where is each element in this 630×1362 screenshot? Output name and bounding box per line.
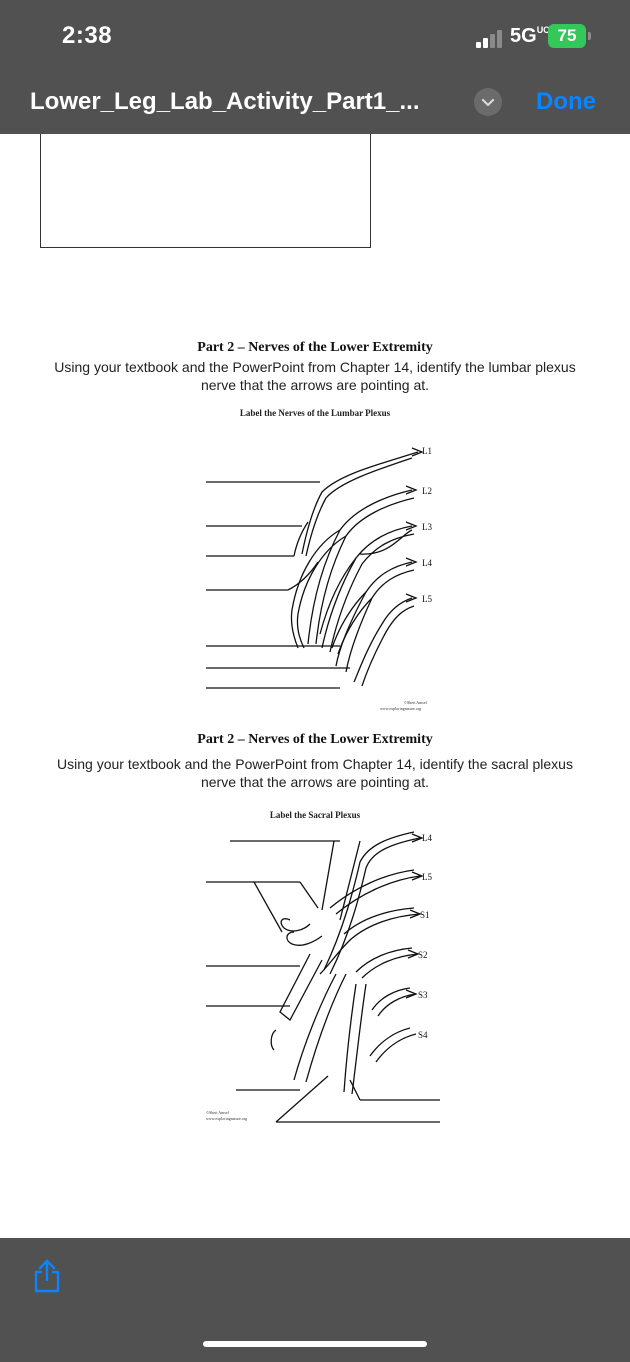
- document-title[interactable]: Lower_Leg_Lab_Activity_Part1_...: [30, 88, 420, 115]
- status-time: 2:38: [62, 22, 113, 49]
- chevron-down-icon[interactable]: [474, 88, 502, 116]
- lumbar-label-5: L5: [422, 594, 432, 604]
- sacral-credit-1: ©Sheri Amsel: [206, 1110, 230, 1115]
- sacral-label-1: L4: [422, 833, 432, 843]
- document-nav-bar: Lower_Leg_Lab_Activity_Part1_... Done: [0, 70, 630, 134]
- sacral-label-6: S4: [418, 1030, 428, 1040]
- instructions-sacral: Using your textbook and the PowerPoint f…: [57, 756, 573, 790]
- answer-box: [40, 134, 371, 248]
- sacral-label-4: S2: [418, 950, 428, 960]
- sacral-credit-2: www.exploringnature.org: [206, 1116, 247, 1121]
- figure-title-lumbar: Label the Nerves of the Lumbar Plexus: [239, 408, 391, 418]
- lumbar-credit-2: www.exploringnature.org: [380, 706, 421, 711]
- home-indicator[interactable]: [203, 1341, 427, 1347]
- sacral-label-5: S3: [418, 990, 428, 1000]
- lumbar-credit-1: ©Sheri Amsel: [404, 700, 428, 705]
- sacral-label-3: S1: [420, 910, 430, 920]
- signal-icon: [476, 30, 502, 48]
- section-heading-lumbar: Part 2 – Nerves of the Lower Extremity: [197, 340, 433, 355]
- lumbar-label-3: L3: [422, 522, 432, 532]
- battery-icon: 75: [548, 24, 586, 48]
- network-indicator: 5GUC: [510, 25, 550, 47]
- battery-tip: [588, 32, 591, 40]
- done-button[interactable]: Done: [536, 88, 596, 115]
- section-heading-sacral: Part 2 – Nerves of the Lower Extremity: [197, 732, 433, 747]
- lumbar-plexus-diagram: L1 L2 L3 L4 L5 ©Sheri Amsel www.explorin…: [206, 446, 432, 711]
- document-page[interactable]: Part 2 – Nerves of the Lower Extremity U…: [0, 134, 630, 1238]
- instructions-lumbar: Using your textbook and the PowerPoint f…: [54, 359, 576, 393]
- sacral-label-2: L5: [422, 872, 432, 882]
- share-icon[interactable]: [32, 1258, 62, 1294]
- status-bar: 2:38 5GUC 75: [0, 0, 630, 70]
- figure-title-sacral: Label the Sacral Plexus: [269, 810, 361, 820]
- lumbar-label-4: L4: [422, 558, 432, 568]
- bottom-toolbar: [0, 1238, 630, 1362]
- lumbar-label-2: L2: [422, 486, 432, 496]
- sacral-plexus-diagram: L4 L5 S1 S2 S3 S4 ©Sheri Amsel www.explo…: [206, 831, 440, 1123]
- lumbar-label-1: L1: [422, 446, 432, 456]
